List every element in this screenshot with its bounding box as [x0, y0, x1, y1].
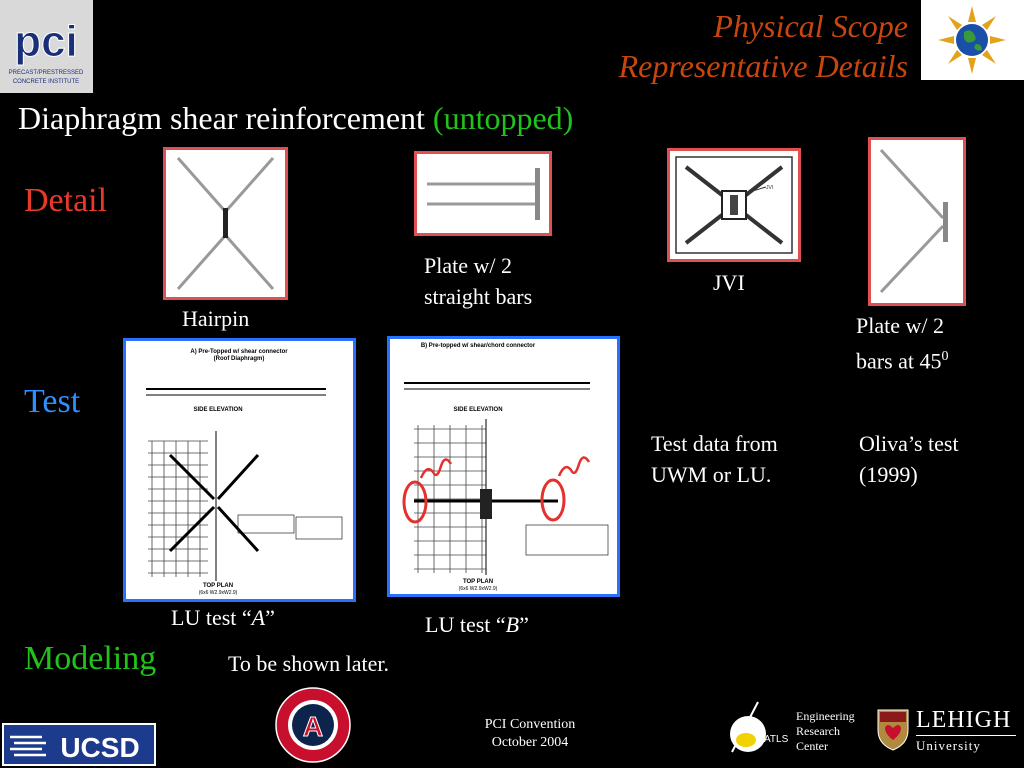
doc-b-side-elevation: SIDE ELEVATION	[453, 407, 502, 413]
doc-a-top-plan: TOP PLAN	[203, 583, 233, 589]
plate-45-caption-1: Plate w/ 2	[856, 313, 944, 338]
svg-text:pci: pci	[14, 17, 78, 66]
oliva-caption: Oliva’s test (1999)	[859, 428, 959, 490]
plate-straight-caption-2: straight bars	[424, 284, 533, 309]
atlss-logo-graphic: ATLSS	[730, 701, 788, 753]
slide-title: Physical Scope Representative Details	[619, 6, 908, 86]
lehigh-divider	[916, 735, 1016, 736]
plate-straight-detail	[414, 151, 552, 236]
erc-line-3: Center	[796, 739, 828, 753]
erc-line-1: Engineering	[796, 709, 855, 723]
main-heading: Diaphragm shear reinforcement (untopped)	[18, 100, 573, 137]
svg-text:A: A	[303, 711, 323, 742]
lu-test-b-prefix: LU test “	[425, 612, 506, 637]
heading-highlight: (untopped)	[432, 100, 574, 136]
atlss-logo: ATLSS	[724, 700, 788, 756]
uwm-caption-1: Test data from	[651, 431, 778, 456]
plate-45-caption: Plate w/ 2 bars at 450	[856, 310, 949, 376]
doc-a-mesh: (6x6 W2.9xW2.9)	[199, 590, 238, 596]
degree-superscript: 0	[941, 349, 949, 364]
convention-line-1: PCI Convention	[484, 717, 576, 732]
uwm-caption: Test data from UWM or LU.	[651, 428, 778, 490]
doc-b-title-1: B) Pre-topped w/ shear/chord connector	[421, 343, 536, 349]
lehigh-shield	[876, 706, 910, 752]
civil-engineering-seal: A	[274, 686, 352, 764]
lu-test-a-caption: LU test “A”	[171, 602, 275, 633]
jvi-drawing: JVI	[675, 156, 793, 254]
shield-icon	[877, 709, 909, 751]
lu-test-b-caption: LU test “B”	[425, 609, 529, 640]
doc-a-title-2: (Roof Diaphragm)	[214, 356, 265, 362]
lu-test-a-prefix: LU test “	[171, 605, 252, 630]
lu-test-a-suffix: ”	[265, 605, 275, 630]
heading-text: Diaphragm shear reinforcement	[18, 100, 433, 136]
jvi-caption: JVI	[713, 270, 745, 295]
ucsd-logo: UCSD	[2, 723, 156, 766]
ucsd-text: UCSD	[60, 732, 139, 763]
svg-text:JVI: JVI	[766, 185, 773, 191]
lu-test-b-letter: B	[505, 612, 520, 637]
plate-45-caption-2: bars at 450	[856, 341, 949, 376]
doc-b-top-plan: TOP PLAN	[463, 579, 493, 585]
pci-logo: pci PRECAST/PRESTRESSED CONCRETE INSTITU…	[0, 0, 93, 93]
convention-info: PCI Convention October 2004	[460, 716, 600, 752]
modeling-label: Modeling	[24, 640, 157, 677]
test-label: Test	[24, 383, 81, 420]
erc-line-2: Research	[796, 724, 840, 738]
svg-text:PRECAST/PRESTRESSED: PRECAST/PRESTRESSED	[9, 70, 84, 76]
globe-icon	[938, 6, 1006, 74]
svg-text:CONCRETE INSTITUTE: CONCRETE INSTITUTE	[13, 79, 79, 85]
hairpin-detail	[163, 147, 288, 300]
hairpin-caption: Hairpin	[182, 306, 250, 331]
plate-45-drawing	[879, 148, 948, 294]
globe-logo	[921, 0, 1024, 80]
lu-test-a-drawing: A) Pre-Topped w/ shear connector (Roof D…	[146, 349, 343, 596]
doc-b-mesh: (6x6 W2.9xW2.9)	[459, 586, 498, 592]
plate-straight-drawing	[427, 168, 540, 220]
plate-straight-caption-1: Plate w/ 2	[424, 253, 512, 278]
lu-test-b-suffix: ”	[519, 612, 529, 637]
title-line-2: Representative Details	[618, 48, 908, 84]
university-text: University	[916, 738, 981, 753]
hairpin-drawing	[176, 157, 275, 290]
jvi-detail: JVI	[667, 148, 801, 262]
lu-test-b-document: B) Pre-topped w/ shear/chord connector S…	[387, 336, 620, 597]
lehigh-logo-text: LEHIGH University	[916, 707, 1016, 753]
erc-label: Engineering Research Center	[796, 709, 855, 754]
red-annotation-marks	[402, 456, 591, 524]
pci-logo-graphic: pci PRECAST/PRESTRESSED CONCRETE INSTITU…	[0, 0, 93, 93]
lehigh-text: LEHIGH	[916, 707, 1012, 733]
plate-straight-caption: Plate w/ 2 straight bars	[424, 250, 532, 312]
atlss-text: ATLSS	[764, 734, 788, 745]
lu-test-a-document: A) Pre-Topped w/ shear connector (Roof D…	[123, 338, 356, 602]
oliva-caption-1: Oliva’s test	[859, 431, 959, 456]
doc-a-side-elevation: SIDE ELEVATION	[193, 407, 242, 413]
title-line-1: Physical Scope	[713, 8, 908, 44]
detail-label: Detail	[24, 182, 108, 219]
plate-45-caption-2-text: bars at 45	[856, 348, 942, 374]
doc-a-title-1: A) Pre-Topped w/ shear connector	[190, 349, 288, 355]
convention-line-2: October 2004	[491, 735, 569, 750]
uwm-caption-2: UWM or LU.	[651, 462, 772, 487]
modeling-note: To be shown later.	[228, 651, 389, 676]
lu-test-a-letter: A	[251, 605, 266, 630]
plate-45-detail	[868, 137, 966, 306]
oliva-caption-2: (1999)	[859, 462, 918, 487]
seal-icon: A	[275, 687, 351, 763]
ucsd-logo-graphic: UCSD	[4, 725, 154, 764]
